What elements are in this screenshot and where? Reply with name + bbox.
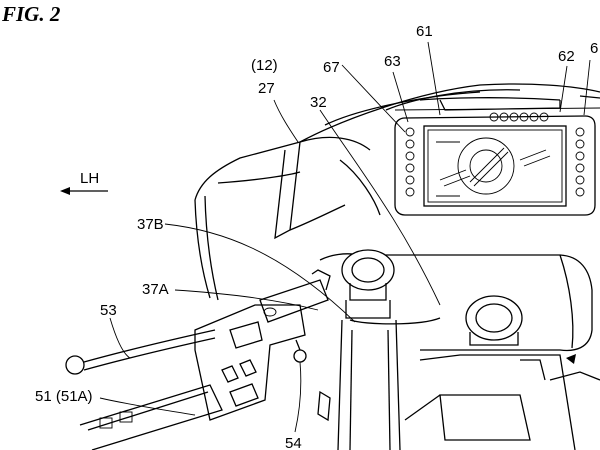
top-indicator-lights [489,112,549,122]
left-fork-tube [337,319,401,450]
steering-stem-nut [465,295,523,346]
label-51: 51 (51A) [35,388,93,405]
label-32: 32 [310,94,327,111]
lever [65,329,216,375]
windscreen [299,83,600,143]
left-fork-bolt [341,249,395,319]
figure-title: FIG. 2 [1,2,61,26]
display-screen [423,125,567,207]
arrow-left-icon [60,187,70,195]
label-67: 67 [323,59,340,76]
label-53: 53 [100,302,117,319]
label-63: 63 [384,53,401,70]
label-37b: 37B [137,216,164,233]
label-54: 54 [285,435,302,450]
label-37a: 37A [142,281,169,298]
reference-numerals: 61 62 6 63 67 (12) 27 32 37B 37A 53 51 (… [35,23,598,450]
switch-housing [194,304,306,421]
top-bridge [319,253,593,352]
lower-body [404,354,600,450]
front-fairing [194,136,381,301]
label-27: 27 [258,80,275,97]
right-indicator-lights [575,127,585,197]
lever-clamp [259,269,331,422]
pointer-arrow-icon [566,354,576,364]
label-61: 61 [416,23,433,40]
direction-indicator: LH [60,170,108,195]
meter-unit [394,112,596,216]
label-6x: 6 [590,40,598,57]
leader-lines [99,41,591,433]
label-62: 62 [558,48,575,65]
direction-label: LH [80,170,99,187]
left-handlebar [79,384,223,450]
left-indicator-lights [405,127,415,197]
label-12: (12) [251,57,278,74]
